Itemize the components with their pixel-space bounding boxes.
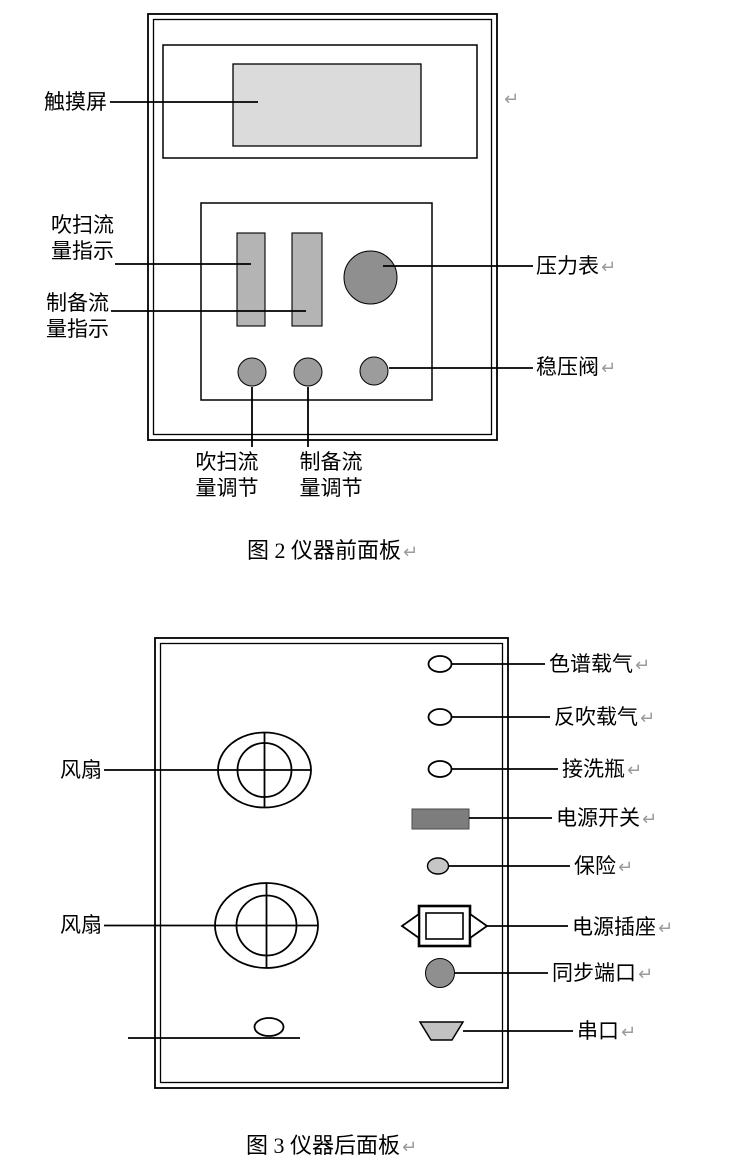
label-prep-flow-indicator: 制备流 量指示 (46, 290, 114, 342)
label-purge-flow-indicator: 吹扫流 量指示 (51, 212, 119, 264)
prep-flow-knob (293, 357, 323, 387)
label-backflush-gas: 反吹载气↵ (554, 704, 655, 732)
bottom-vent-port (253, 1017, 285, 1037)
label-prep-flow-adjust: 制备流 量调节 (296, 449, 366, 501)
label-text: 色谱载气 (549, 652, 633, 676)
serial-port (418, 1021, 465, 1041)
label-line-1: 吹扫流 (195, 450, 259, 474)
label-power-switch: 电源开关↵ (556, 805, 657, 833)
caption-text: 图 3 仪器后面板 (246, 1133, 401, 1158)
label-carrier-gas: 色谱载气↵ (549, 651, 650, 679)
power-socket (400, 904, 489, 948)
label-purge-flow-adjust: 吹扫流 量调节 (192, 449, 262, 501)
touchscreen-screen (232, 63, 422, 147)
label-sync-port: 同步端口↵ (552, 960, 653, 988)
label-pressure-valve: 稳压阀↵ (536, 354, 616, 382)
label-fan-top: 风扇 (60, 757, 102, 783)
return-mark-icon: ↵ (402, 1137, 418, 1158)
label-wash-bottle: 接洗瓶↵ (562, 756, 642, 784)
label-touchscreen: 触摸屏 (44, 89, 107, 115)
label-text: 风扇 (60, 913, 102, 937)
paragraph-mark: ↵ (502, 87, 519, 113)
sync-port (425, 958, 455, 988)
label-text: 接洗瓶 (562, 757, 625, 781)
backflush-gas-port (427, 708, 453, 726)
valve-knob (359, 356, 389, 386)
label-line-2: 量指示 (46, 317, 109, 341)
label-pressure-gauge: 压力表↵ (536, 253, 616, 281)
return-mark-icon: ↵ (642, 809, 658, 830)
label-line-1: 制备流 (299, 450, 363, 474)
fuse-holder (426, 857, 450, 875)
label-line-2: 量调节 (195, 476, 259, 500)
purge-flow-knob (237, 357, 267, 387)
label-line-2: 量调节 (299, 476, 363, 500)
label-line-1: 吹扫流 (51, 213, 114, 237)
power-switch (411, 808, 470, 830)
front-panel-outline (147, 13, 498, 441)
label-line-1: 制备流 (46, 291, 109, 315)
fan-bottom (104, 882, 319, 969)
carrier-gas-port (427, 655, 453, 673)
label-text: 风扇 (60, 758, 102, 782)
return-mark-icon: ↵ (403, 542, 419, 563)
purge-flow-bar (236, 232, 266, 327)
fan-top (104, 731, 312, 809)
label-serial-port: 串口↵ (577, 1018, 636, 1046)
label-text: 电源插座 (572, 915, 656, 939)
figure3-caption: 图 3 仪器后面板↵ (246, 1128, 417, 1160)
label-text: 反吹载气 (554, 705, 638, 729)
return-mark-icon: ↵ (621, 1022, 637, 1043)
label-line-2: 量指示 (51, 239, 114, 263)
label-text: 保险 (574, 854, 616, 878)
caption-text: 图 2 仪器前面板 (247, 538, 402, 563)
figure2-caption: 图 2 仪器前面板↵ (247, 533, 418, 565)
rear-panel-outline (154, 637, 509, 1089)
prep-flow-bar (291, 232, 323, 327)
label-fan-bottom: 风扇 (60, 912, 102, 938)
return-mark-icon: ↵ (640, 708, 656, 729)
return-mark-icon: ↵ (601, 358, 617, 379)
return-mark-icon: ↵ (658, 918, 674, 939)
return-mark-icon: ↵ (638, 964, 654, 985)
return-mark-icon: ↵ (504, 89, 520, 110)
return-mark-icon: ↵ (601, 257, 617, 278)
label-text: 压力表 (536, 254, 599, 278)
wash-bottle-port (427, 760, 453, 778)
return-mark-icon: ↵ (618, 857, 634, 878)
pressure-gauge (343, 250, 398, 305)
label-fuse: 保险↵ (574, 853, 633, 881)
label-power-socket: 电源插座↵ (572, 914, 673, 942)
label-text: 稳压阀 (536, 355, 599, 379)
label-text: 同步端口 (552, 961, 636, 985)
label-text: 触摸屏 (44, 90, 107, 114)
return-mark-icon: ↵ (635, 655, 651, 676)
label-text: 串口 (577, 1019, 619, 1043)
label-text: 电源开关 (556, 806, 640, 830)
return-mark-icon: ↵ (627, 760, 643, 781)
